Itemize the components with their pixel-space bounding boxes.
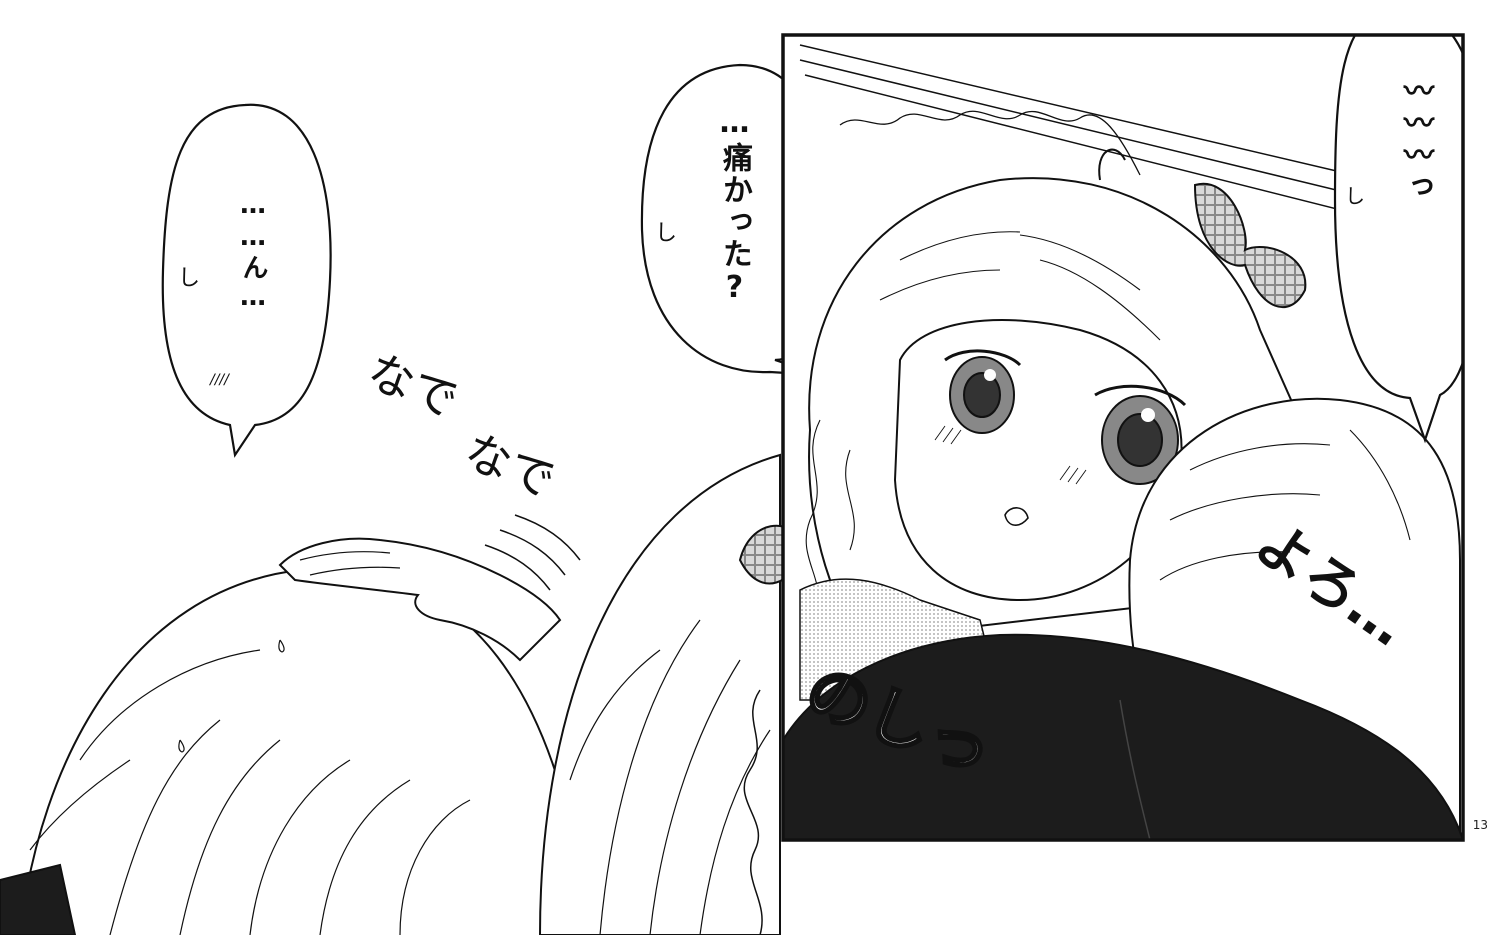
bubble-2-sweat-mark: し (655, 221, 678, 246)
dark-jacket (783, 633, 1463, 840)
bubble-2-text: …痛かった? (717, 105, 752, 307)
right-panel-art (783, 35, 1463, 840)
page-number: 13 (1472, 818, 1488, 832)
bubble-1-text: ……ん… (238, 190, 268, 314)
bubble-1-sweat-mark: し (178, 266, 201, 291)
bubble-1-blush-mark: //// (210, 372, 229, 388)
bubble-3-text: 〰〰〰っ (1398, 75, 1433, 203)
bubble-3-sweat-mark: し (1345, 184, 1365, 208)
left-panel-art (0, 453, 807, 935)
panel-frame (781, 33, 1465, 842)
panel-ribbon (1193, 182, 1307, 309)
speech-bubble-3 (1333, 35, 1463, 444)
girl-head (538, 453, 781, 935)
speech-bubble-1 (161, 103, 332, 458)
